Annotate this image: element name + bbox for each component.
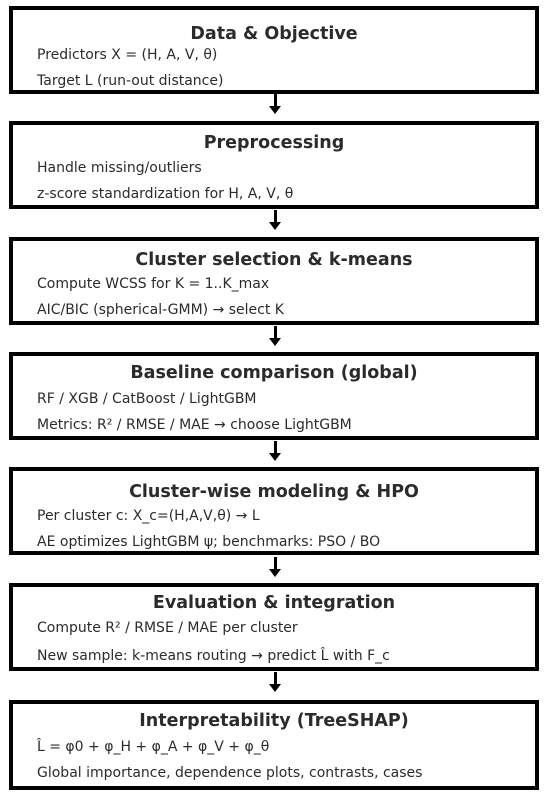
step-line: Target L (run-out distance) bbox=[37, 73, 224, 89]
flow-arrow-5 bbox=[269, 557, 281, 577]
step-box-cluster-selection: Cluster selection & k-means Compute WCSS… bbox=[9, 237, 539, 325]
step-line: Compute R² / RMSE / MAE per cluster bbox=[37, 620, 298, 636]
step-line: AE optimizes LightGBM ψ; benchmarks: PSO… bbox=[37, 534, 381, 550]
flow-arrow-4 bbox=[269, 441, 281, 461]
step-line: L̂ = φ0 + φ_H + φ_A + φ_V + φ_θ bbox=[37, 739, 270, 755]
step-title: Evaluation & integration bbox=[152, 593, 396, 613]
step-box-interpretability: Interpretability (TreeSHAP) L̂ = φ0 + φ_… bbox=[9, 700, 539, 790]
step-title: Cluster selection & k-means bbox=[135, 250, 413, 270]
step-line: Predictors X = (H, A, V, θ) bbox=[37, 47, 218, 63]
flow-arrow-2 bbox=[269, 210, 281, 230]
step-line: Per cluster c: X_c=(H,A,V,θ) → L bbox=[37, 508, 260, 524]
step-title: Preprocessing bbox=[203, 133, 345, 153]
step-title: Baseline comparison (global) bbox=[130, 363, 418, 383]
step-line: RF / XGB / CatBoost / LightGBM bbox=[37, 391, 257, 407]
step-title: Cluster-wise modeling & HPO bbox=[129, 482, 419, 502]
step-title: Interpretability (TreeSHAP) bbox=[139, 711, 409, 731]
step-line: Compute WCSS for K = 1..K_max bbox=[37, 276, 270, 292]
step-box-evaluation-integration: Evaluation & integration Compute R² / RM… bbox=[9, 583, 539, 671]
flow-arrow-3 bbox=[269, 326, 281, 346]
step-line: Handle missing/outliers bbox=[37, 160, 202, 176]
step-title: Data & Objective bbox=[190, 24, 358, 44]
step-box-cluster-wise-modeling: Cluster-wise modeling & HPO Per cluster … bbox=[9, 467, 539, 555]
step-line: AIC/BIC (spherical-GMM) → select K bbox=[37, 302, 284, 318]
step-box-data-objective: Data & Objective Predictors X = (H, A, V… bbox=[9, 6, 539, 94]
step-box-preprocessing: Preprocessing Handle missing/outliers z-… bbox=[9, 121, 539, 209]
flow-arrow-6 bbox=[269, 672, 281, 692]
step-line: New sample: k-means routing → predict L̂… bbox=[37, 648, 390, 664]
step-line: Global importance, dependence plots, con… bbox=[37, 765, 423, 781]
step-line: z-score standardization for H, A, V, θ bbox=[37, 186, 294, 202]
flow-arrow-1 bbox=[269, 94, 281, 114]
step-line: Metrics: R² / RMSE / MAE → choose LightG… bbox=[37, 417, 352, 433]
step-box-baseline-comparison: Baseline comparison (global) RF / XGB / … bbox=[9, 352, 539, 440]
